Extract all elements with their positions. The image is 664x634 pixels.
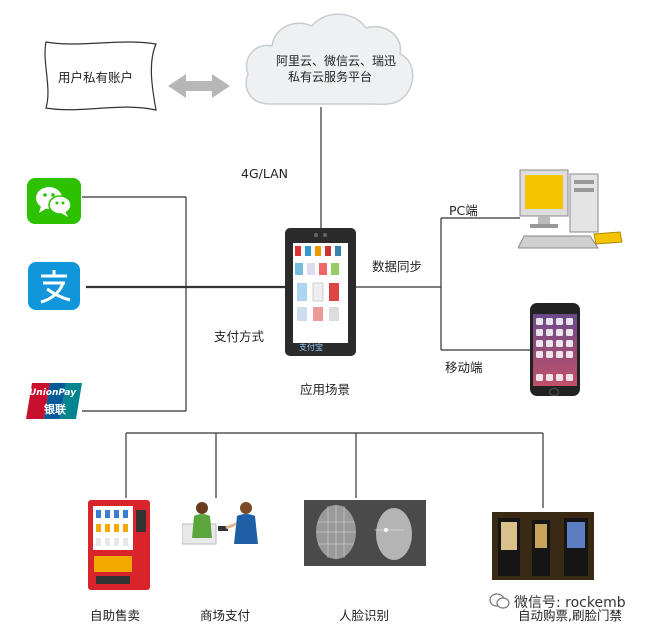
mobile-phone-icon (530, 303, 580, 396)
cloud-line1: 阿里云、微信云、瑞迅 (276, 54, 397, 68)
unionpay-icon: UnionPay 银联 (26, 383, 82, 419)
scene-label-vending: 自助售卖 (90, 608, 141, 623)
link-label: 4G/LAN (241, 166, 289, 181)
pc-label: PC端 (449, 203, 478, 218)
wechat-icon (27, 178, 81, 224)
kiosk-icon (492, 512, 594, 580)
double-arrow-icon (168, 74, 230, 98)
wechat-watermark-icon (488, 592, 510, 610)
terminal-brand: 支付宝 (299, 343, 323, 352)
payment-terminal: 支付宝 (285, 228, 356, 356)
cloud-icon (245, 13, 414, 106)
device-label: 应用场景 (300, 382, 351, 397)
scene-label-mall: 商场支付 (200, 608, 251, 623)
face-recognition-icon (304, 500, 426, 566)
mobile-label: 移动端 (445, 360, 483, 375)
alipay-icon (28, 262, 80, 310)
terminal-screen (293, 243, 348, 343)
camera-icon (314, 233, 318, 237)
user-account-box (44, 41, 157, 111)
cloud-line2: 私有云服务平台 (288, 70, 373, 84)
pc-computer-icon (518, 169, 623, 249)
watermark-text: 微信号: rockemb (514, 595, 626, 611)
vending-machine-icon (88, 500, 150, 590)
scene-label-face: 人脸识别 (339, 608, 390, 623)
user-account-label: 用户私有账户 (58, 70, 134, 85)
payment-label: 支付方式 (214, 329, 265, 344)
camera-icon (323, 233, 327, 237)
mall-payment-icon (182, 502, 258, 545)
sync-label: 数据同步 (372, 259, 423, 274)
scene-label-kiosk: 自动购票,刷脸门禁 (518, 608, 622, 623)
